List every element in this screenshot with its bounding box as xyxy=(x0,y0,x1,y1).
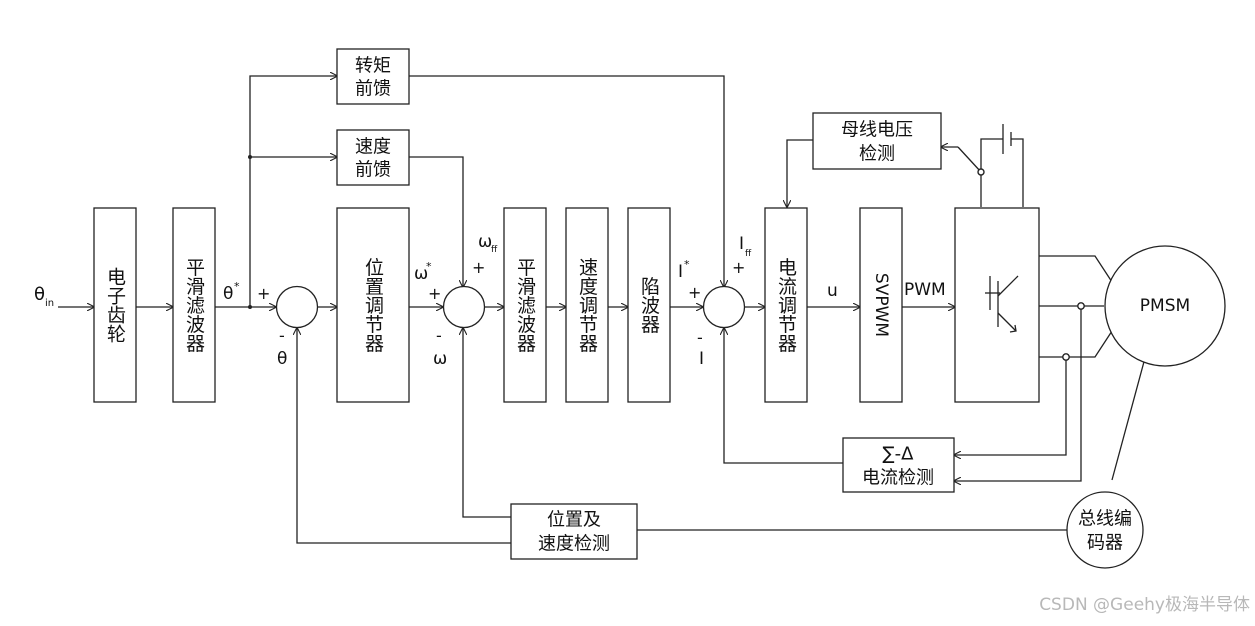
block-label-line2: 检测 xyxy=(859,144,895,165)
block-label: 平滑滤波器 xyxy=(183,258,205,353)
block-label-line2: 前馈 xyxy=(355,160,391,181)
block-label-line1: 母线电压 xyxy=(841,120,913,141)
omega-ff-subscript: ff xyxy=(491,245,498,255)
motor-pmsm: PMSM xyxy=(1104,245,1226,367)
block-electronic-gear: 电子齿轮 xyxy=(93,207,137,403)
speed-plus-sign-top: + xyxy=(472,258,485,277)
sum-junction-current xyxy=(702,285,746,329)
block-smoothing-filter-2: 平滑滤波器 xyxy=(503,207,547,403)
current-plus-sign-top: + xyxy=(732,258,745,277)
block-label: SVPWM xyxy=(871,273,891,337)
igbt-icon xyxy=(985,275,1019,333)
watermark: CSDN @Geehy极海半导体 xyxy=(1039,595,1250,615)
omega-ff-label: ω xyxy=(478,232,492,252)
speed-minus-sign: - xyxy=(436,326,442,345)
signal-labels: θ in θ * + - θ ω * + - ω ω ff + I * + - … xyxy=(34,232,946,369)
block-label: 速度调节器 xyxy=(576,257,598,352)
block-label: 电子齿轮 xyxy=(104,267,126,343)
theta-in-subscript: in xyxy=(45,298,54,309)
block-smoothing-filter-1: 平滑滤波器 xyxy=(172,207,216,403)
pwm-label: PWM xyxy=(904,280,946,300)
block-pos-speed-detect: 位置及 速度检测 xyxy=(510,503,638,560)
sum-junction-speed xyxy=(442,285,486,329)
position-minus-sign: - xyxy=(279,326,285,345)
u-label: u xyxy=(827,281,838,301)
bus-encoder: 总线编 码器 xyxy=(1066,491,1144,569)
inverter-block xyxy=(954,207,1040,403)
block-position-regulator: 位置调节器 xyxy=(336,207,410,403)
motor-label: PMSM xyxy=(1140,296,1190,316)
i-star-label: I xyxy=(678,262,683,282)
i-ff-label: I xyxy=(739,234,744,254)
i-feedback-label: I xyxy=(699,349,704,369)
theta-in-label: θ xyxy=(34,284,45,305)
block-label-line2: 速度检测 xyxy=(538,534,610,555)
block-current-detect: ∑-Δ 电流检测 xyxy=(842,437,955,493)
block-label: 陷波器 xyxy=(638,276,660,333)
block-svpwm: SVPWM xyxy=(859,207,903,403)
i-ff-subscript: ff xyxy=(745,249,752,259)
omega-feedback-label: ω xyxy=(433,349,447,369)
i-star-superscript: * xyxy=(684,258,690,271)
block-label: 平滑滤波器 xyxy=(514,258,536,353)
position-plus-sign: + xyxy=(257,284,270,303)
omega-star-superscript: * xyxy=(426,260,432,273)
speed-plus-sign-left: + xyxy=(428,284,441,303)
block-torque-feedforward: 转矩 前馈 xyxy=(336,48,410,105)
block-speed-regulator: 速度调节器 xyxy=(565,207,609,403)
block-label-line1: 总线编 xyxy=(1078,509,1132,530)
block-label-line1: 转矩 xyxy=(355,56,391,77)
omega-star-label: ω xyxy=(414,264,428,284)
theta-feedback-label: θ xyxy=(277,349,287,369)
block-label-line2: 前馈 xyxy=(355,79,391,100)
block-label: 电流调节器 xyxy=(775,257,797,352)
block-current-regulator: 电流调节器 xyxy=(764,207,808,403)
theta-star-label: θ xyxy=(223,284,233,304)
sum-junction-position xyxy=(275,285,319,329)
block-label-line1: 速度 xyxy=(355,137,391,158)
block-label: 位置调节器 xyxy=(362,257,384,352)
current-plus-sign-left: + xyxy=(688,283,701,302)
block-notch-filter: 陷波器 xyxy=(627,207,671,403)
connections xyxy=(58,76,1146,544)
block-label-line2: 电流检测 xyxy=(862,468,934,489)
block-bus-voltage-detect: 母线电压 检测 xyxy=(812,112,942,170)
block-speed-feedforward: 速度 前馈 xyxy=(336,129,410,186)
block-label-line1: ∑-Δ xyxy=(883,444,915,465)
theta-star-superscript: * xyxy=(234,280,240,293)
current-minus-sign: - xyxy=(697,328,703,347)
block-label-line1: 位置及 xyxy=(547,510,601,531)
block-label-line2: 码器 xyxy=(1087,533,1123,554)
